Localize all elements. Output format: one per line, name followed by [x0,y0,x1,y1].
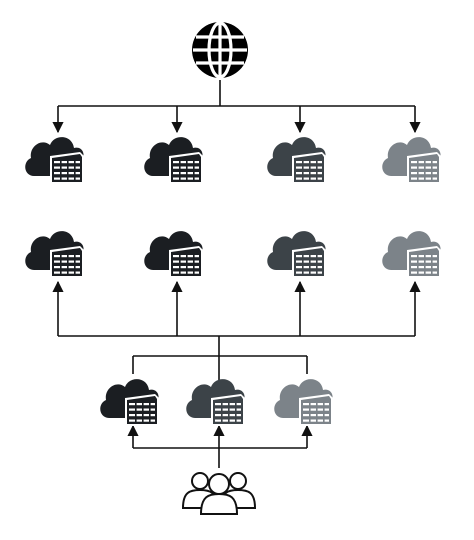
row-3-node-2-cloud-datacenter-icon [186,379,245,426]
row-1-node-4-cloud-datacenter-icon [382,137,441,184]
connector-lines [52,80,421,468]
row-1-node-3-cloud-datacenter-icon [267,137,326,184]
row-2-node-1-cloud-datacenter-icon [25,231,84,278]
row-2-nodes [25,231,441,278]
row-1-nodes [25,137,441,184]
row-3-node-1-cloud-datacenter-icon [100,379,159,426]
globe-icon [192,21,248,79]
users-group-icon [181,472,257,515]
row-3-nodes [100,379,333,426]
row-1-node-1-cloud-datacenter-icon [25,137,84,184]
row-2-node-4-cloud-datacenter-icon [382,231,441,278]
row-3-node-3-cloud-datacenter-icon [274,379,333,426]
row-2-node-3-cloud-datacenter-icon [267,231,326,278]
row-1-node-2-cloud-datacenter-icon [144,137,203,184]
row-2-node-2-cloud-datacenter-icon [144,231,203,278]
